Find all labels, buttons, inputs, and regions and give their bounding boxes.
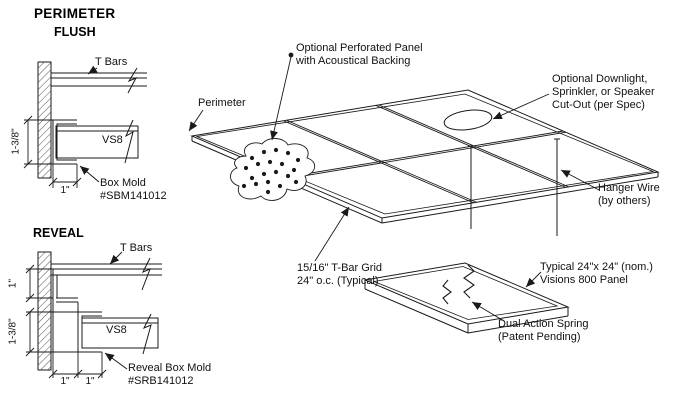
flush-heading: FLUSH <box>54 25 96 39</box>
flush-tbars-label: T Bars <box>95 56 128 68</box>
reveal-tbars-leader <box>109 251 123 265</box>
flush-break-symbol-2 <box>124 119 134 164</box>
reveal-dimensions <box>25 264 107 379</box>
flush-dim-width: 1" <box>60 185 70 196</box>
spring-clip <box>442 279 452 305</box>
reveal-mold-label: Reveal Box Mold #SRB141012 <box>128 362 212 387</box>
tbar-grid-annotation: 15/16" T-Bar Grid 24" o.c. (Typical) <box>297 262 383 287</box>
flush-detail-drawing <box>23 61 147 188</box>
flush-break-symbol <box>127 67 138 94</box>
leader-tbar-grid <box>314 206 350 262</box>
reveal-wall-hatch <box>37 251 52 371</box>
reveal-panel-label: VS8 <box>106 324 127 336</box>
downlight-cutout <box>443 109 493 131</box>
flush-panel-box <box>55 125 139 159</box>
reveal-panel-box <box>81 317 159 349</box>
leader-hanger-wire <box>560 169 600 191</box>
ceiling-grid-isometric <box>188 52 660 334</box>
reveal-dim-height: 1-3/8" <box>7 318 19 345</box>
flush-mold-label: Box Mold #SBM141012 <box>100 177 167 202</box>
leader-perimeter <box>188 109 204 132</box>
dual-action-spring-annotation: Dual Action Spring (Patent Pending) <box>498 318 589 343</box>
reveal-dim-w1: 1" <box>60 376 70 387</box>
reveal-dim-w2: 1" <box>85 376 95 387</box>
dual-action-springs <box>442 264 475 305</box>
flush-mold-leader <box>79 165 100 183</box>
visions-panel-annotation: Typical 24"x 24" (nom.) Visions 800 Pane… <box>540 261 653 286</box>
leader-spring <box>471 301 505 322</box>
leader-perforated-panel <box>270 56 292 141</box>
reveal-mold-leader <box>104 352 128 370</box>
reveal-break-symbol <box>141 257 151 291</box>
spring-clip <box>463 264 475 299</box>
perforation-dots <box>241 147 301 195</box>
downlight-annotation: Optional Downlight, Sprinkler, or Speake… <box>552 73 655 111</box>
reveal-tbar-lines <box>50 263 162 276</box>
flush-dim-height: 1-3/8" <box>10 128 22 155</box>
flush-box-mold-profile <box>52 119 77 165</box>
hanger-wires <box>468 138 560 236</box>
leader-downlight <box>492 93 550 120</box>
reveal-detail-drawing <box>25 251 162 379</box>
leader-bullet <box>288 52 294 58</box>
perimeter-annotation: Perimeter <box>198 97 246 109</box>
floating-panel <box>363 262 570 334</box>
reveal-break-symbol-2 <box>142 313 152 355</box>
reveal-heading: REVEAL <box>33 226 84 240</box>
reveal-dim-reveal: 1" <box>7 278 19 289</box>
flush-panel-label: VS8 <box>102 134 123 146</box>
page-title: PERIMETER <box>34 6 116 21</box>
annotation-leaders <box>188 52 600 322</box>
grid-border-inner <box>195 93 655 215</box>
flush-tbars-leader <box>87 65 98 75</box>
hanger-wire-annotation: Hanger Wire (by others) <box>598 182 660 207</box>
leader-visions-panel <box>525 271 542 288</box>
flush-dimensions <box>23 115 82 188</box>
perforated-panel-annotation: Optional Perforated Panel with Acoustica… <box>296 42 423 67</box>
reveal-tbars-label: T Bars <box>120 242 153 254</box>
